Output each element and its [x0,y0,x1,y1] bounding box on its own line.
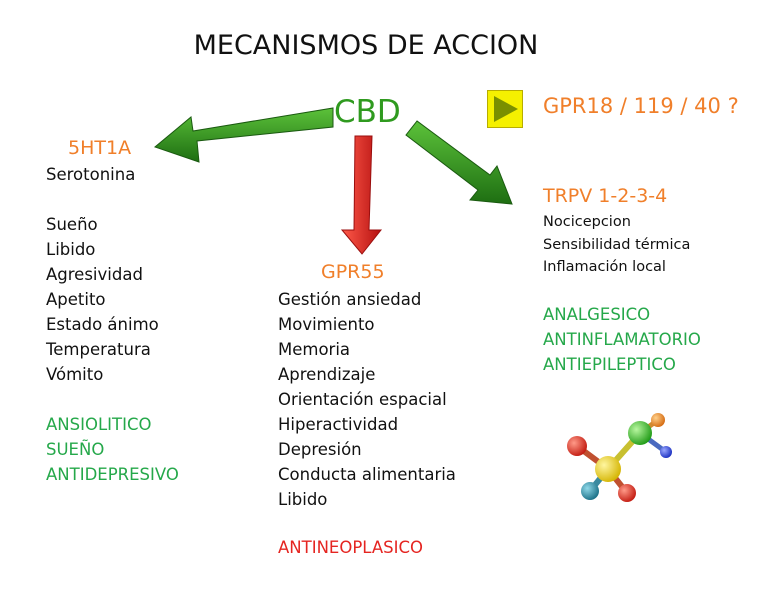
list-item: Hiperactividad [278,415,399,434]
arrow-to-5ht1a [153,107,334,163]
trpv-heading: TRPV 1-2-3-4 [543,185,668,207]
list-item: Vómito [46,365,104,384]
list-item: Inflamación local [543,259,666,275]
cbd-label: CBD [334,94,401,130]
gpr18-label: GPR18 / 119 / 40 ? [543,94,739,118]
list-item: Orientación espacial [278,390,447,409]
list-item: Gestión ansiedad [278,290,422,309]
list-item: Aprendizaje [278,365,376,384]
list-item: Libido [278,490,328,509]
trpv-list: Nocicepcion Sensibilidad térmica Inflama… [543,211,690,279]
effect-item: ANTIDEPRESIVO [46,465,179,484]
list-item: Memoria [278,340,351,359]
effect-item: ANSIOLITICO [46,415,152,434]
list-item: Temperatura [46,340,151,359]
list-item: Sueño [46,215,98,234]
effect-item: SUEÑO [46,440,105,459]
gpr55-list: Gestión ansiedad Movimiento Memoria Apre… [278,287,456,512]
list-item: Serotonina [46,165,136,184]
list-item: Sensibilidad térmica [543,236,691,253]
list-item: Agresividad [46,265,143,284]
list-item [46,187,159,212]
gpr55-effect: ANTINEOPLASICO [278,538,423,557]
5ht1a-heading: 5HT1A [68,137,132,159]
gpr55-heading: GPR55 [321,261,385,283]
list-item: Movimiento [278,315,375,334]
page-title: MECANISMOS DE ACCION [193,30,539,61]
list-item: Apetito [46,290,106,309]
5ht1a-effects: ANSIOLITICO SUEÑO ANTIDEPRESIVO [46,412,179,487]
play-icon [487,90,523,128]
list-item: Depresión [278,440,362,459]
5ht1a-list: Serotonina Sueño Libido Agresividad Apet… [46,162,159,387]
arrow-to-trpv [405,120,513,205]
effect-item: ANTIEPILEPTICO [543,355,676,374]
list-item: Libido [46,240,96,259]
effect-item: ANALGESICO [543,305,651,324]
list-item: Nocicepcion [543,214,631,230]
arrow-to-gpr55 [340,135,383,255]
list-item: Conducta alimentaria [278,465,456,484]
list-item: Estado ánimo [46,315,159,334]
effect-item: ANTINFLAMATORIO [543,330,701,349]
trpv-effects: ANALGESICO ANTINFLAMATORIO ANTIEPILEPTIC… [543,302,701,377]
